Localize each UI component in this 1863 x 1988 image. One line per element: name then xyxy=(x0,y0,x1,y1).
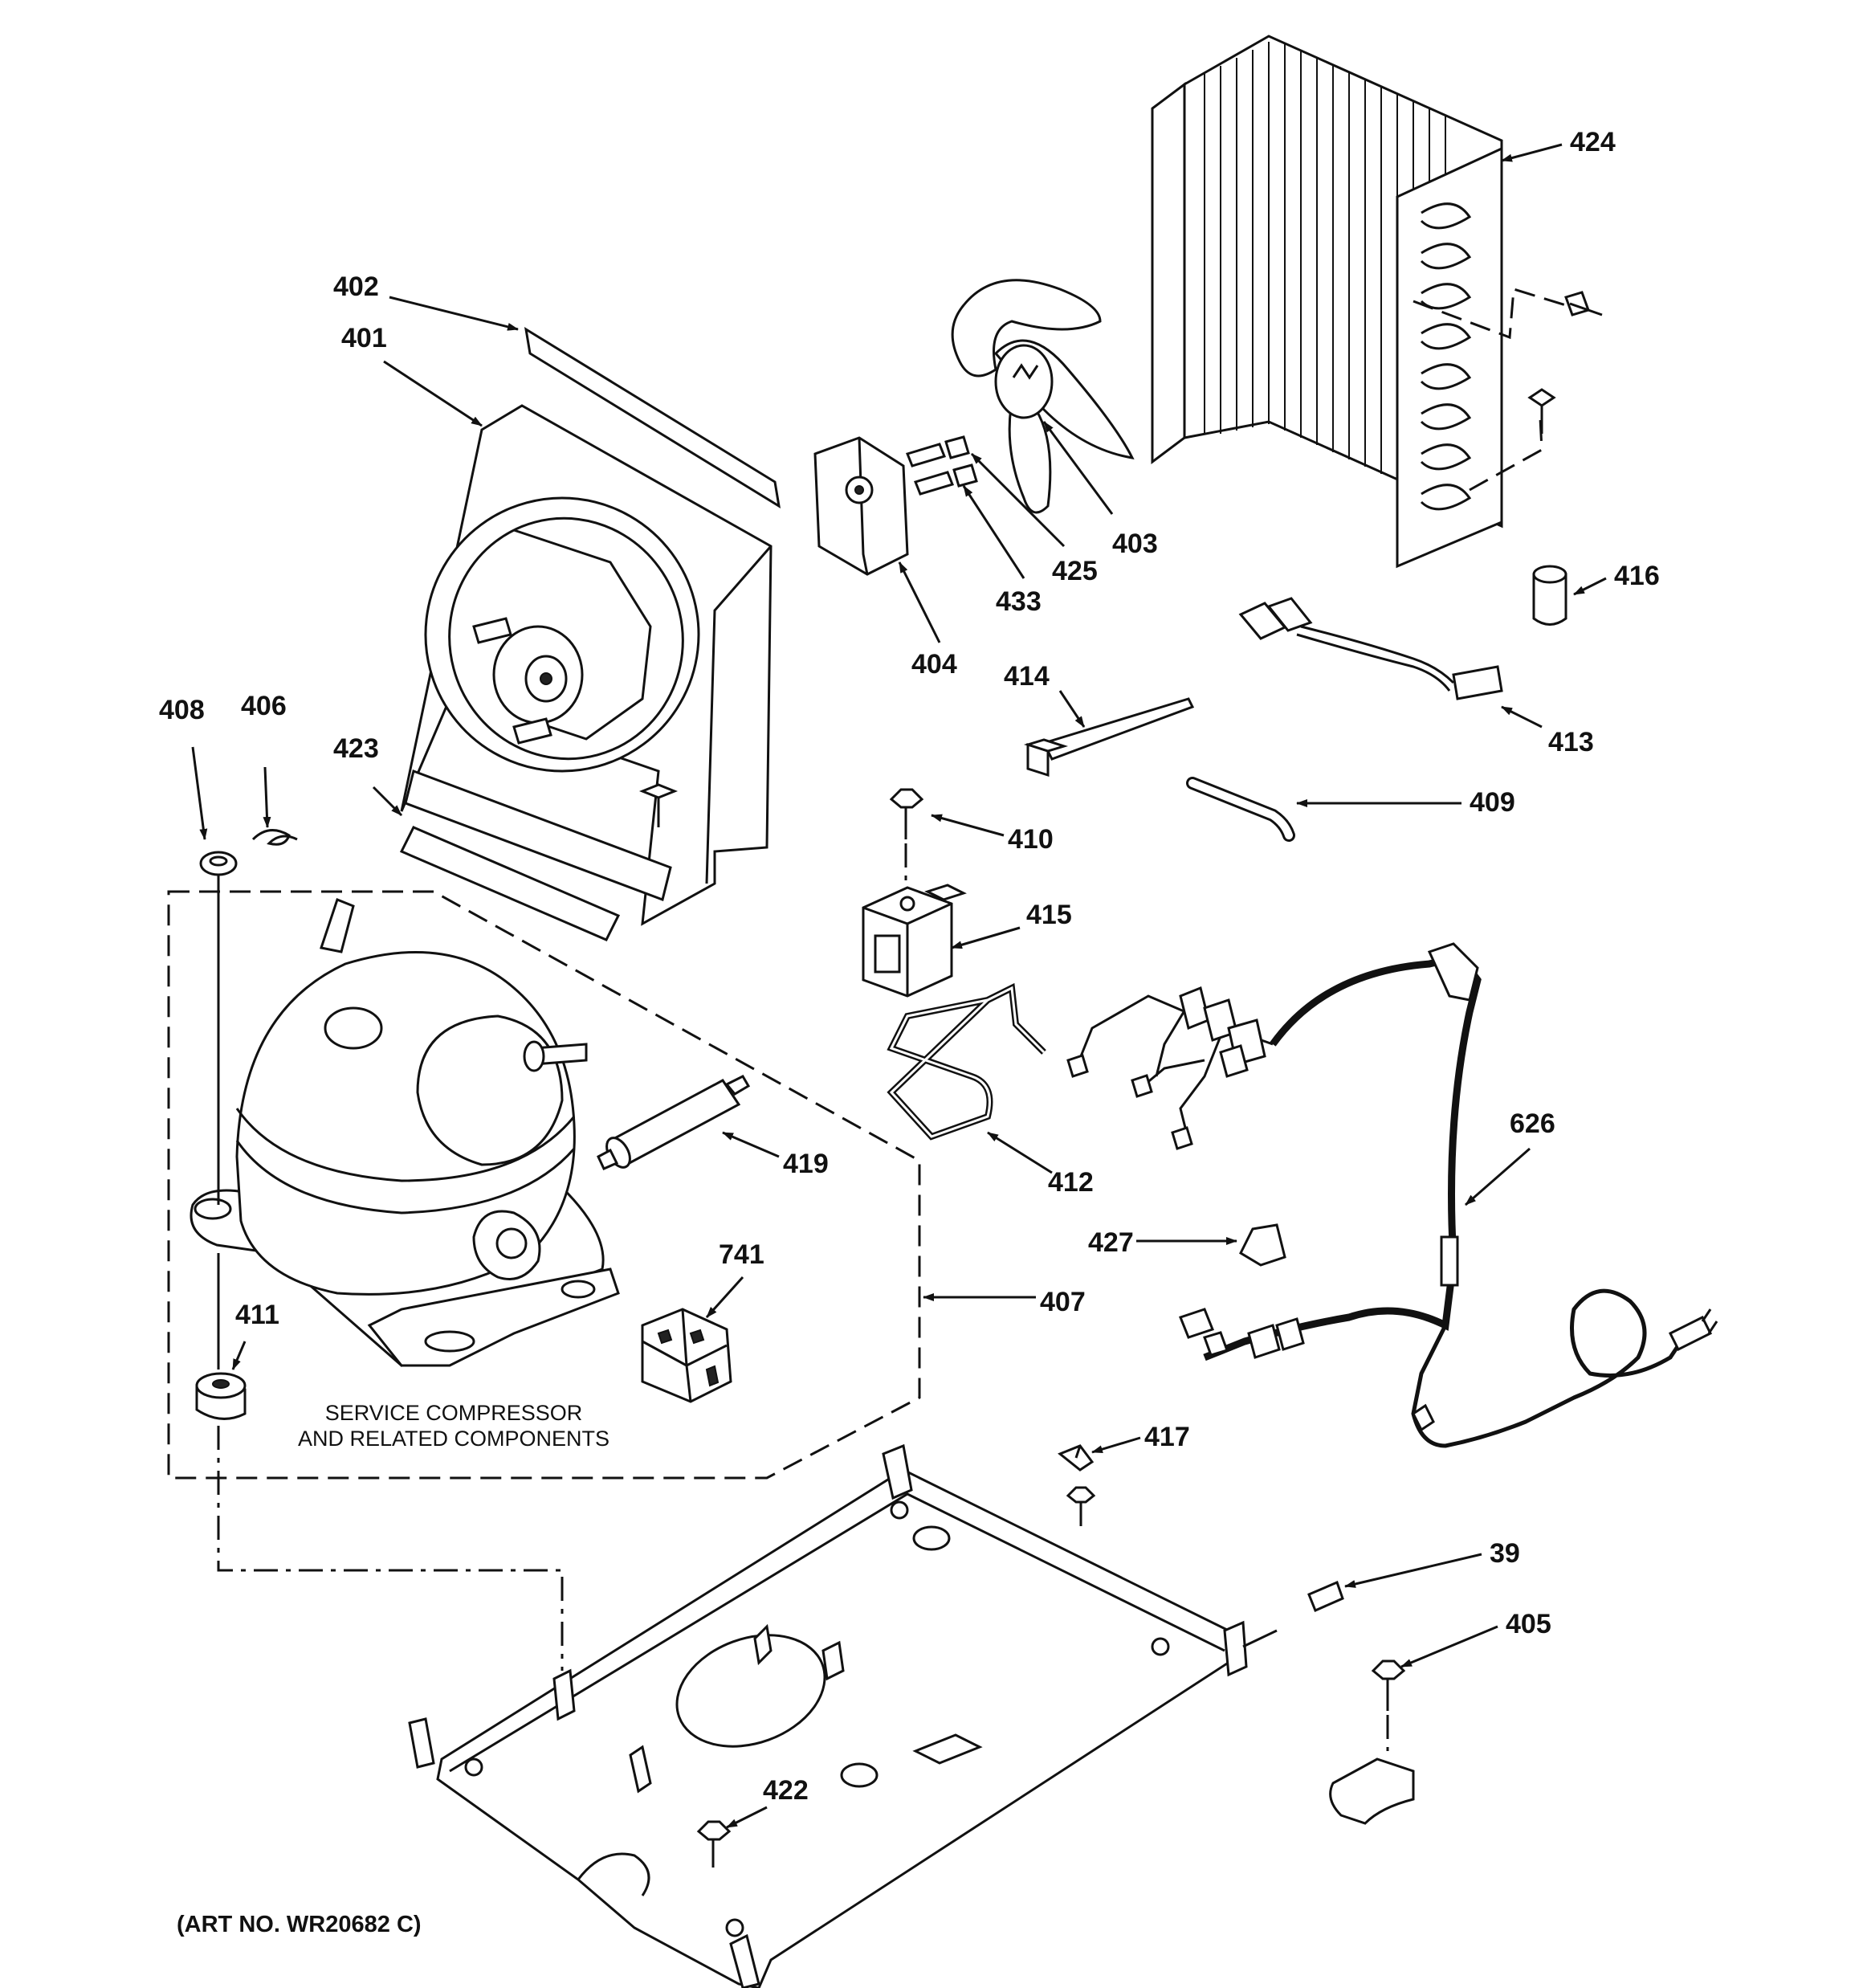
callout-741: 741 xyxy=(719,1239,764,1270)
callout-407: 407 xyxy=(1040,1287,1086,1317)
callout-416: 416 xyxy=(1614,561,1660,591)
callout-417: 417 xyxy=(1144,1422,1190,1452)
fan-shroud-401 xyxy=(400,327,781,926)
shroud-screw xyxy=(638,783,679,799)
compressor xyxy=(190,898,620,1367)
callout-labels: 402 401 404 433 425 403 424 416 413 414 … xyxy=(159,127,1660,1806)
clip-405 xyxy=(1329,1659,1415,1825)
callout-405: 405 xyxy=(1506,1609,1551,1639)
relay-741 xyxy=(641,1308,732,1403)
capacitor-416 xyxy=(1532,565,1567,626)
service-compressor-group-407 xyxy=(167,890,921,1480)
seal-402 xyxy=(524,327,781,508)
wire-harness-413 xyxy=(1238,597,1503,700)
callout-411: 411 xyxy=(235,1300,279,1330)
condenser-screw xyxy=(1527,291,1603,434)
screw-422 xyxy=(696,1820,732,1868)
callout-423: 423 xyxy=(333,733,379,764)
screw-410 xyxy=(889,788,924,900)
clip-406 xyxy=(251,829,298,846)
callout-402: 402 xyxy=(333,271,379,302)
clip-417 xyxy=(1058,1444,1096,1526)
callout-626: 626 xyxy=(1510,1108,1555,1139)
tubing-412 xyxy=(887,982,1046,1141)
cable-tie-414 xyxy=(1023,697,1195,778)
callout-413: 413 xyxy=(1548,727,1594,757)
callout-409: 409 xyxy=(1470,787,1515,818)
base-pan xyxy=(408,1443,1248,1988)
fan-blade-403 xyxy=(951,279,1135,514)
callout-408: 408 xyxy=(159,695,205,725)
screw-39 xyxy=(1307,1580,1344,1612)
callout-412: 412 xyxy=(1048,1167,1094,1198)
main-harness-626 xyxy=(1066,942,1718,1448)
callout-406: 406 xyxy=(241,691,287,721)
service-note-line1: SERVICE COMPRESSOR xyxy=(325,1401,583,1425)
service-note-line2: AND RELATED COMPONENTS xyxy=(298,1427,609,1451)
callout-427: 427 xyxy=(1088,1227,1134,1258)
solenoid-415 xyxy=(862,884,967,998)
callout-424: 424 xyxy=(1570,127,1616,157)
grommet-408 xyxy=(199,851,238,1205)
mounting-strip-423 xyxy=(399,826,621,941)
leader-lines xyxy=(191,143,1607,1829)
callout-433: 433 xyxy=(996,586,1042,617)
callout-39: 39 xyxy=(1490,1538,1520,1569)
callout-422: 422 xyxy=(763,1775,809,1806)
condenser-424 xyxy=(1151,35,1603,569)
callout-419: 419 xyxy=(783,1149,829,1179)
callout-415: 415 xyxy=(1026,900,1072,930)
motor-screws-425-433 xyxy=(905,435,978,496)
fan-motor-404 xyxy=(813,436,909,576)
callout-410: 410 xyxy=(1008,824,1054,855)
clip-427 xyxy=(1239,1223,1286,1267)
art-number: (ART NO. WR20682 C) xyxy=(177,1912,422,1937)
mount-411 xyxy=(195,1253,564,1671)
callout-403: 403 xyxy=(1112,529,1158,559)
filter-drier-419 xyxy=(597,1075,751,1170)
callout-425: 425 xyxy=(1052,556,1098,586)
callout-404: 404 xyxy=(911,649,957,680)
callout-414: 414 xyxy=(1004,661,1050,692)
callout-401: 401 xyxy=(341,323,387,353)
